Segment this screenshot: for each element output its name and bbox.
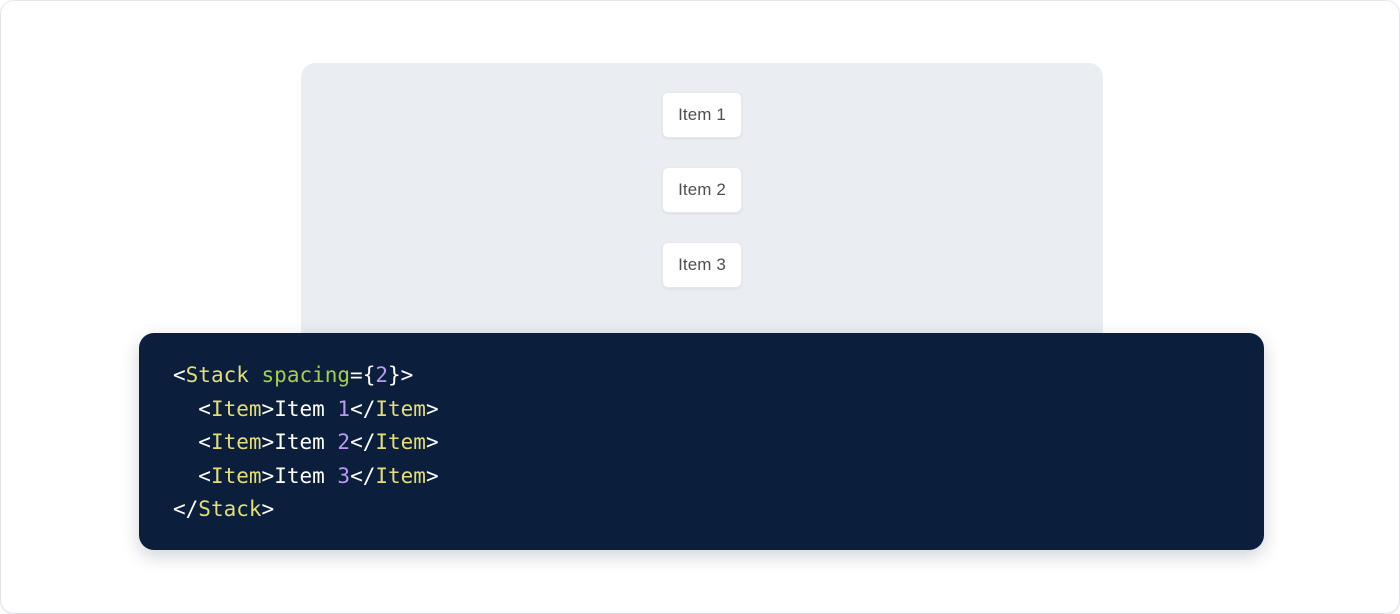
code-token-text — [249, 363, 262, 387]
code-token-tag: Item — [210, 463, 262, 488]
code-token-text: Item — [274, 463, 338, 488]
code-snippet-text: <Stack spacing={2}> <Item>Item 1</Item> … — [173, 359, 1264, 527]
code-token-punct: </ — [173, 497, 199, 521]
code-token-punct: > — [425, 463, 439, 488]
code-snippet-block[interactable]: <Stack spacing={2}> <Item>Item 1</Item> … — [139, 333, 1264, 550]
code-token-text — [173, 397, 198, 421]
stack-item[interactable]: Item 2 — [662, 167, 742, 213]
code-token-punct: < — [173, 363, 186, 387]
code-token-punct: < — [198, 463, 211, 488]
code-token-num: 3 — [337, 463, 351, 488]
code-token-punct: > — [425, 396, 439, 421]
code-token-punct: > — [261, 396, 275, 421]
code-token-punct: < — [198, 396, 211, 421]
stack-item-label: Item 2 — [678, 180, 726, 199]
code-token-num: 2 — [337, 430, 351, 454]
code-token-punct: < — [198, 430, 211, 454]
code-token-text — [173, 430, 198, 454]
code-token-punct: }> — [388, 363, 414, 387]
component-preview-panel: Item 1 Item 2 Item 3 — [301, 63, 1103, 353]
code-token-punct: > — [261, 463, 275, 488]
code-token-punct: > — [261, 430, 275, 454]
code-token-tag: Item — [210, 396, 262, 421]
code-token-punct: </ — [350, 430, 376, 454]
code-token-punct: ={ — [350, 363, 376, 387]
code-token-tag: Item — [210, 430, 262, 454]
code-token-num: 1 — [337, 396, 351, 421]
code-token-punct: > — [425, 430, 439, 454]
stack-container: Item 1 Item 2 Item 3 — [301, 63, 1103, 288]
code-token-punct: </ — [350, 396, 376, 421]
code-token-text — [173, 464, 198, 488]
stack-item-label: Item 3 — [678, 255, 726, 274]
code-token-text: Item — [274, 430, 338, 454]
code-token-num: 2 — [375, 363, 388, 387]
stack-item-label: Item 1 — [678, 105, 726, 124]
code-token-text: Item — [274, 396, 338, 421]
code-token-punct: > — [261, 497, 275, 521]
stack-item[interactable]: Item 1 — [662, 92, 742, 138]
code-token-tag: Stack — [198, 497, 262, 521]
code-token-tag: Item — [375, 430, 426, 454]
code-token-tag: Stack — [185, 363, 249, 387]
code-token-attr: spacing — [261, 363, 351, 387]
stack-item[interactable]: Item 3 — [662, 242, 742, 288]
code-token-tag: Item — [375, 396, 426, 421]
code-token-tag: Item — [375, 463, 426, 488]
code-token-punct: </ — [350, 463, 376, 488]
